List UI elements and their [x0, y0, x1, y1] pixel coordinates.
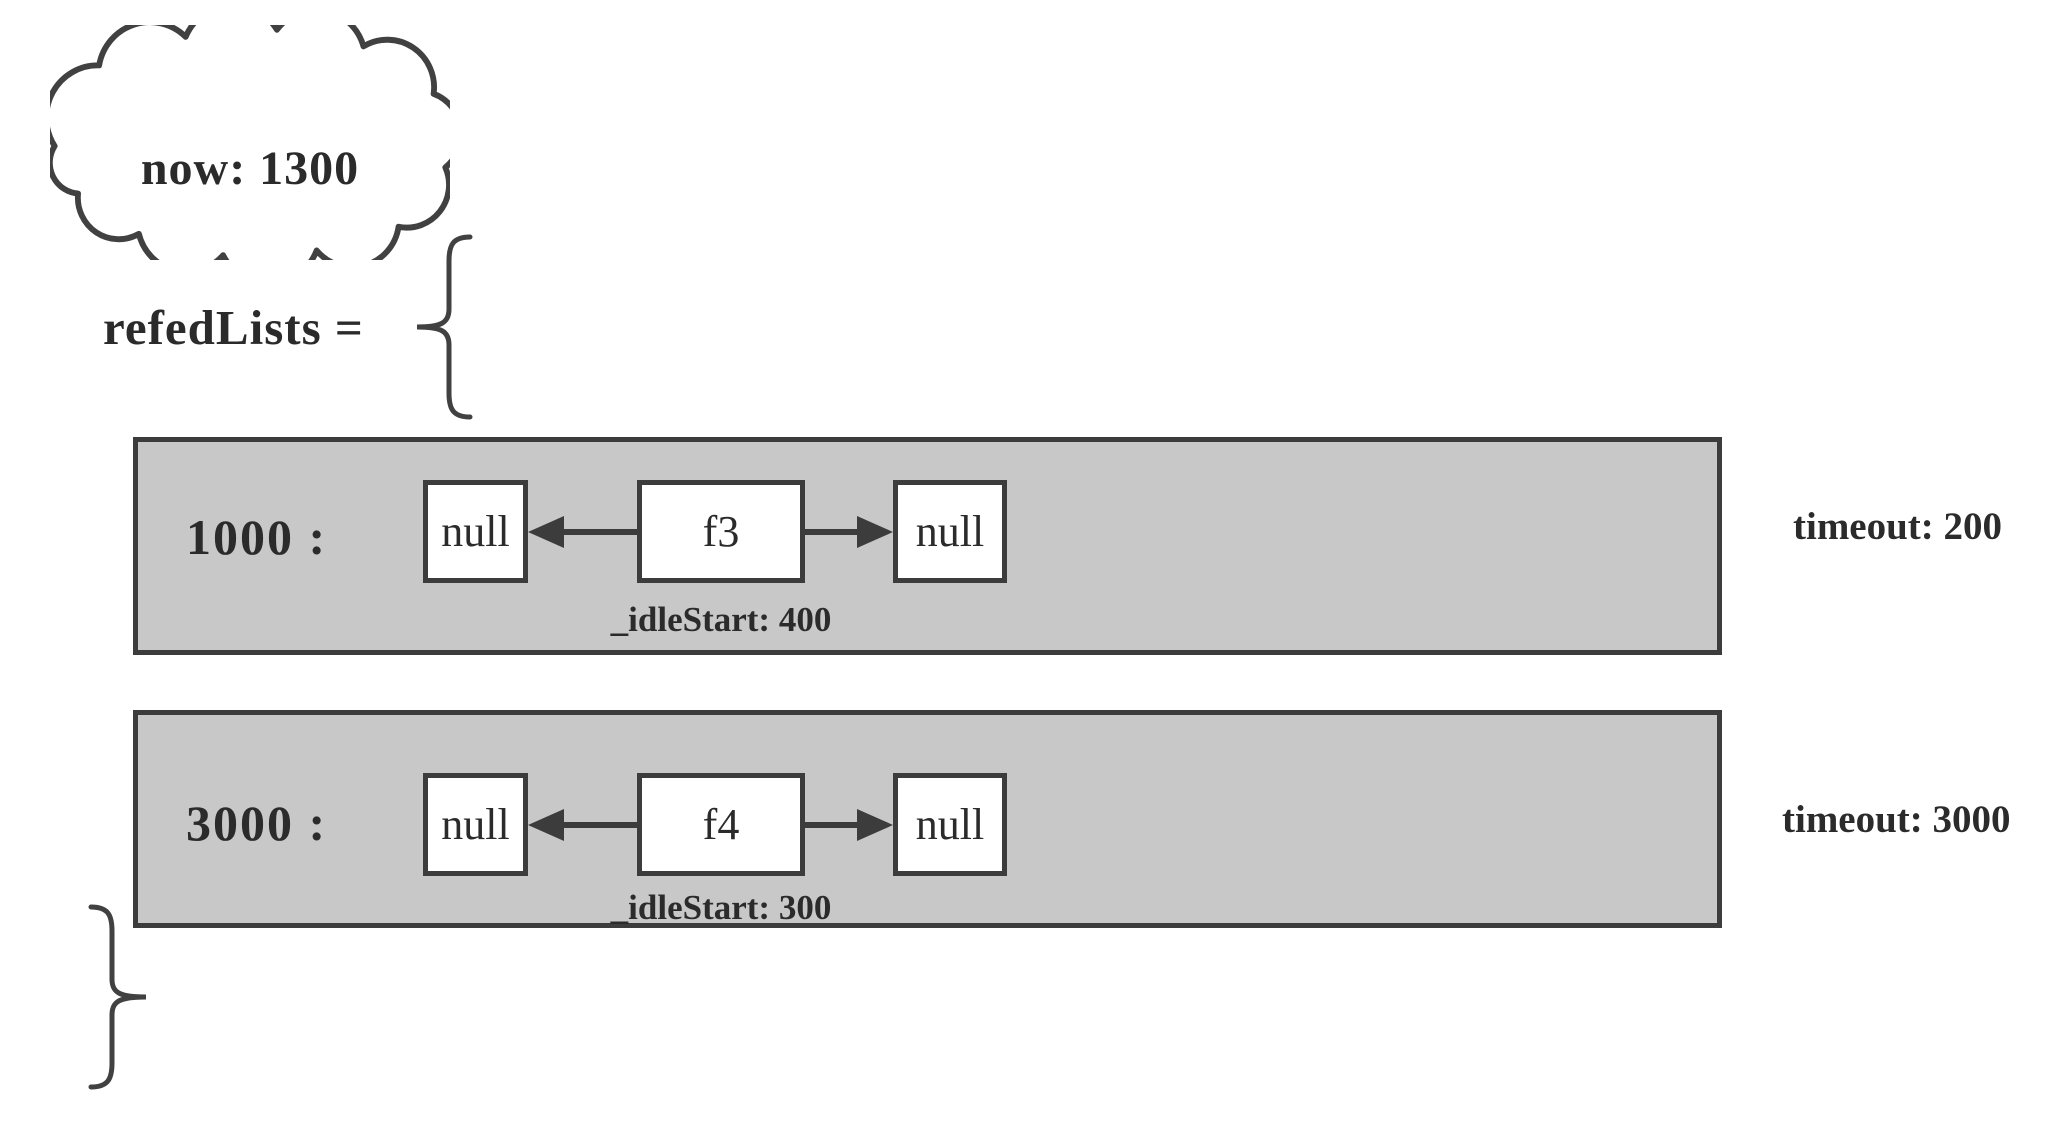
- idlestart-label: _idleStart: 400: [610, 600, 832, 639]
- list-node-prev-null: null: [423, 480, 528, 583]
- list-node-next-null: null: [893, 773, 1007, 876]
- close-brace-icon: [88, 904, 147, 1090]
- node-value-label: null: [441, 506, 510, 556]
- node-value-label: null: [915, 506, 985, 556]
- node-value-label: null: [915, 799, 985, 849]
- list-node-next-null: null: [893, 480, 1007, 583]
- node-value-label: null: [441, 799, 510, 849]
- timer-list-1000: 1000 : null f3 null _idleStart: 400: [133, 437, 1722, 655]
- prev-pointer-arrow-icon: [528, 516, 637, 548]
- next-pointer-arrow-icon: [805, 809, 893, 841]
- timeout-label-3000: timeout: 3000: [1782, 798, 2011, 841]
- list-key-label: 3000 :: [186, 795, 328, 851]
- refedlists-label: refedLists =: [103, 300, 364, 355]
- timer-list-3000: 3000 : null f4 null _idleStart: 300: [133, 710, 1722, 928]
- timeout-label-1000: timeout: 200: [1793, 505, 2003, 548]
- prev-pointer-arrow-icon: [528, 809, 637, 841]
- now-cloud: now: 1300: [50, 25, 450, 260]
- list-node-timer-f4: f4: [637, 773, 805, 876]
- node-value-label: f4: [702, 799, 740, 849]
- idlestart-label: _idleStart: 300: [610, 888, 832, 927]
- list-node-timer-f3: f3: [637, 480, 805, 583]
- open-brace-icon: [416, 234, 473, 420]
- list-node-prev-null: null: [423, 773, 528, 876]
- list-key-label: 1000 :: [186, 509, 328, 565]
- next-pointer-arrow-icon: [805, 516, 893, 548]
- node-value-label: f3: [702, 506, 740, 556]
- now-value-label: now: 1300: [140, 142, 360, 195]
- cloud-icon: [50, 25, 450, 260]
